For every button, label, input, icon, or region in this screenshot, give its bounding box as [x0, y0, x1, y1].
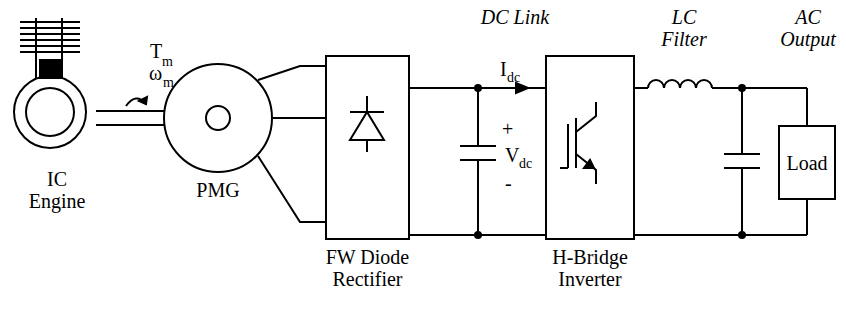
current-symbol: I — [500, 58, 507, 80]
subscript: m — [162, 54, 173, 70]
torque-arrow — [126, 97, 147, 106]
inverter-box: H-Bridge Inverter — [545, 55, 635, 240]
node-label: FW Diode Rectifier — [298, 246, 438, 290]
dc-link-wiring — [410, 83, 545, 238]
wire-segment — [96, 124, 164, 126]
node-label: IC Engine — [22, 168, 92, 212]
phase-wires — [258, 66, 325, 222]
polarity-sign: + — [502, 118, 513, 140]
igbt-symbol — [560, 102, 596, 184]
voltage-symbol: V — [505, 144, 519, 166]
wire-segment — [635, 234, 807, 236]
subscript: m — [163, 75, 174, 91]
ic-engine-figure — [14, 18, 86, 148]
generator-circle: PMG — [163, 63, 273, 173]
wire-segment — [273, 117, 325, 119]
wire-segment — [96, 110, 164, 112]
node-label: Load — [786, 152, 827, 174]
section-label: AC Output — [774, 6, 842, 50]
section-label: DC Link — [478, 6, 552, 28]
wire-segment — [806, 200, 808, 235]
phase-wire — [273, 118, 325, 119]
rectifier-box: FW Diode Rectifier — [325, 55, 410, 240]
ac-wire — [635, 200, 807, 235]
polarity-sign: - — [505, 172, 512, 194]
engine-node: IC Engine — [12, 14, 102, 164]
lc-filter — [635, 80, 807, 238]
dc-wire — [410, 235, 545, 236]
subscript: dc — [519, 156, 532, 172]
load-box: Load — [778, 125, 836, 200]
subscript: dc — [507, 70, 520, 86]
torque-symbol: T — [150, 40, 162, 62]
section-label: LC Filter — [648, 6, 720, 50]
node-label: H-Bridge Inverter — [530, 246, 650, 290]
pmg-rotor — [206, 106, 230, 130]
wire-segment — [410, 234, 545, 236]
node-label: PMG — [178, 179, 258, 201]
diode-symbol — [350, 96, 384, 152]
speed-symbol: ω — [149, 62, 162, 84]
shaft — [96, 111, 164, 125]
